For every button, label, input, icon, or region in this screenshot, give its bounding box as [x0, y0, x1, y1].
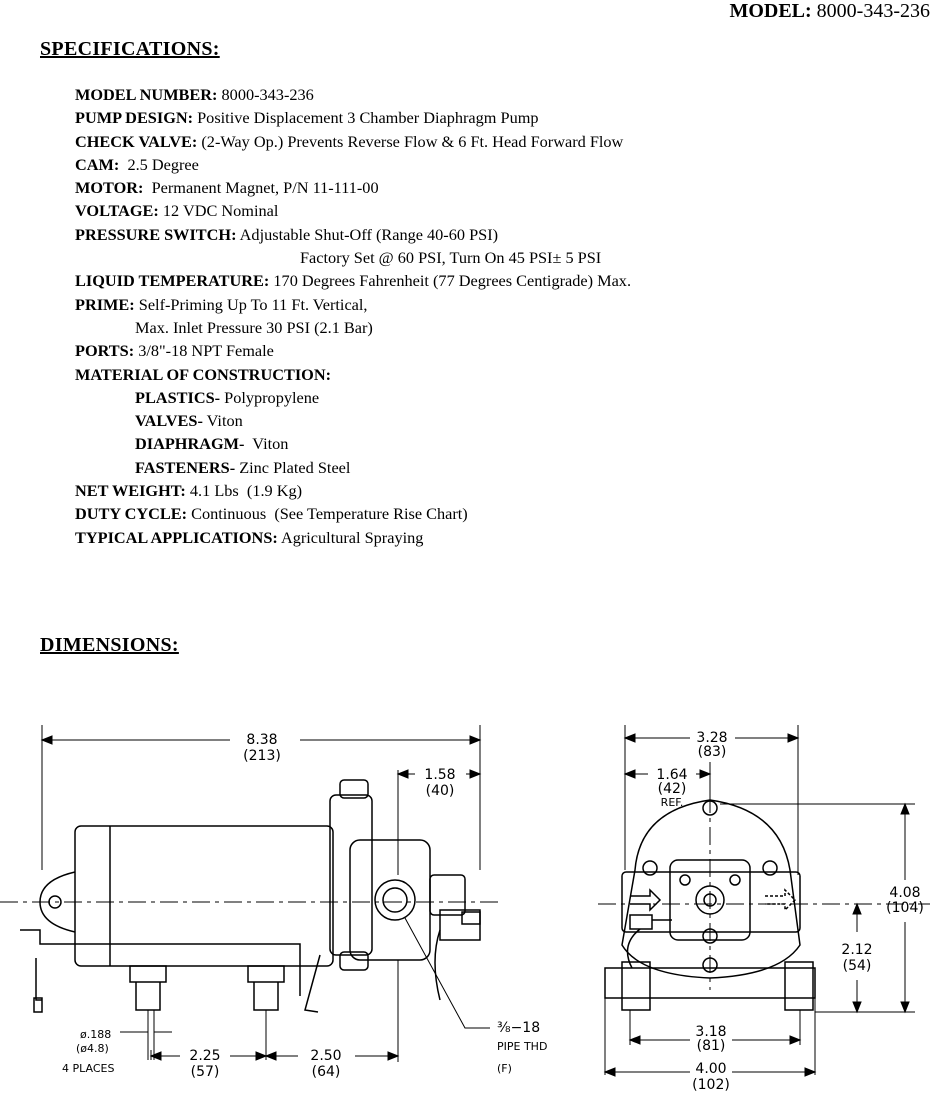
port-thread-size: ⅜−18 — [497, 1020, 540, 1036]
spec-line: MODEL NUMBER: 8000-343-236 — [75, 83, 920, 106]
spec-line: CHECK VALVE: (2-Way Op.) Prevents Revers… — [75, 130, 920, 153]
dim-overall-height-mm: (104) — [886, 900, 924, 916]
spec-label: VALVES- — [135, 411, 203, 431]
dim-foot-spacing-a-mm: (57) — [191, 1064, 220, 1080]
spec-value: Max. Inlet Pressure 30 PSI (2.1 Bar) — [135, 317, 373, 337]
spec-value: (2-Way Op.) Prevents Reverse Flow & 6 Ft… — [197, 131, 624, 151]
spec-line: Max. Inlet Pressure 30 PSI (2.1 Bar) — [75, 316, 920, 339]
dim-overall-length-in: 8.38 — [246, 732, 277, 748]
model-header: MODEL: 8000-343-236 — [729, 0, 930, 23]
dim-port-height-in: 2.12 — [841, 942, 872, 958]
spec-value: Viton — [244, 434, 289, 454]
dim-head-offset-in: 1.58 — [424, 767, 455, 783]
spec-line: VALVES- Viton — [75, 409, 920, 432]
spec-line: Factory Set @ 60 PSI, Turn On 45 PSI± 5 … — [75, 246, 920, 269]
spec-line: PRIME: Self-Priming Up To 11 Ft. Vertica… — [75, 293, 920, 316]
spec-line: PUMP DESIGN: Positive Displacement 3 Cha… — [75, 106, 920, 129]
spec-value: Viton — [202, 411, 243, 431]
dim-head-offset-mm: (40) — [426, 783, 455, 799]
dim-mount-spacing-mm: (81) — [697, 1038, 726, 1054]
dim-overall-width-in: 3.28 — [696, 730, 727, 746]
spec-label: CAM: — [75, 154, 120, 174]
dim-overall-width-mm: (83) — [698, 744, 727, 760]
port-thread-type: PIPE THD — [497, 1040, 547, 1053]
spec-label: LIQUID TEMPERATURE: — [75, 271, 270, 291]
spec-label: CHECK VALVE: — [75, 131, 198, 151]
spec-label: PLASTICS- — [135, 387, 221, 407]
dim-half-width-mm: (42) — [658, 781, 687, 797]
spec-line: PLASTICS- Polypropylene — [75, 386, 920, 409]
spec-value: 2.5 Degree — [119, 154, 199, 174]
spec-line: PORTS: 3/8"-18 NPT Female — [75, 339, 920, 362]
dim-port-height-mm: (54) — [843, 958, 872, 974]
dimensions-title: DIMENSIONS: — [40, 634, 179, 656]
spec-label: DIAPHRAGM- — [135, 434, 245, 454]
spec-line: LIQUID TEMPERATURE: 170 Degrees Fahrenhe… — [75, 269, 920, 292]
spec-value: 12 VDC Nominal — [158, 201, 279, 221]
spec-label: PRESSURE SWITCH: — [75, 224, 237, 244]
spec-line: CAM: 2.5 Degree — [75, 153, 920, 176]
spec-line: PRESSURE SWITCH: Adjustable Shut-Off (Ra… — [75, 223, 920, 246]
dim-overall-length-mm: (213) — [243, 748, 281, 764]
dim-base-width-in: 4.00 — [695, 1061, 726, 1077]
side-view-pump — [0, 779, 500, 1013]
spec-value: Factory Set @ 60 PSI, Turn On 45 PSI± 5 … — [300, 248, 602, 268]
spec-label: PUMP DESIGN: — [75, 108, 194, 128]
dim-half-width-note: REF. — [661, 796, 684, 809]
spec-value: Polypropylene — [220, 387, 320, 407]
spec-label: PORTS: — [75, 341, 135, 361]
spec-value: 8000-343-236 — [217, 85, 314, 104]
dim-overall-height-in: 4.08 — [889, 885, 920, 901]
spec-value: 4.1 Lbs (1.9 Kg) — [185, 481, 303, 501]
dimension-drawing: 8.38 (213) 1.58 (40) ø.188 (ø4.8) 4 PLAC… — [0, 725, 930, 1093]
port-thread-gender: (F) — [497, 1062, 512, 1075]
dim-half-width-in: 1.64 — [656, 767, 687, 783]
spec-value: Continuous (See Temperature Rise Chart) — [187, 504, 468, 524]
spec-label: VOLTAGE: — [75, 201, 159, 221]
specifications-title: SPECIFICATIONS: — [40, 38, 220, 60]
spec-value: Agricultural Spraying — [277, 527, 424, 547]
spec-line: DIAPHRAGM- Viton — [75, 432, 920, 455]
spec-value: Adjustable Shut-Off (Range 40-60 PSI) — [236, 224, 499, 244]
dim-foot-spacing-b-in: 2.50 — [310, 1048, 341, 1064]
spec-label: MATERIAL OF CONSTRUCTION: — [75, 364, 331, 384]
spec-line: DUTY CYCLE: Continuous (See Temperature … — [75, 502, 920, 525]
spec-line: MOTOR: Permanent Magnet, P/N 11-111-00 — [75, 176, 920, 199]
spec-label: PRIME: — [75, 294, 135, 314]
spec-line: MATERIAL OF CONSTRUCTION: — [75, 363, 920, 386]
end-view-pump — [598, 795, 930, 1011]
dim-mount-hole-note: 4 PLACES — [62, 1062, 114, 1075]
spec-value: Positive Displacement 3 Chamber Diaphrag… — [193, 108, 539, 128]
spec-label: MOTOR: — [75, 178, 144, 198]
model-value: 8000-343-236 — [816, 0, 930, 22]
model-label: MODEL: — [729, 0, 812, 22]
spec-value: Self-Priming Up To 11 Ft. Vertical, — [134, 294, 368, 314]
dim-mount-hole-in: ø.188 — [80, 1028, 111, 1041]
dim-foot-spacing-b-mm: (64) — [312, 1064, 341, 1080]
spec-line: NET WEIGHT: 4.1 Lbs (1.9 Kg) — [75, 479, 920, 502]
spec-value: 3/8"-18 NPT Female — [134, 341, 274, 361]
spec-label: FASTENERS- — [135, 457, 236, 477]
dim-foot-spacing-a-in: 2.25 — [189, 1048, 220, 1064]
dim-mount-spacing-in: 3.18 — [695, 1024, 726, 1040]
dim-mount-hole-mm: (ø4.8) — [76, 1042, 109, 1055]
spec-value: Zinc Plated Steel — [235, 457, 351, 477]
dim-base-width-mm: (102) — [692, 1077, 730, 1093]
spec-value: 170 Degrees Fahrenheit (77 Degrees Centi… — [269, 271, 632, 291]
spec-label: NET WEIGHT: — [75, 481, 186, 501]
spec-label: TYPICAL APPLICATIONS: — [75, 527, 278, 547]
spec-value: Permanent Magnet, P/N 11-111-00 — [143, 178, 379, 198]
spec-label: MODEL NUMBER: — [75, 85, 218, 104]
spec-label: DUTY CYCLE: — [75, 504, 188, 524]
spec-line: TYPICAL APPLICATIONS: Agricultural Spray… — [75, 526, 920, 549]
spec-line: VOLTAGE: 12 VDC Nominal — [75, 199, 920, 222]
spec-line: FASTENERS- Zinc Plated Steel — [75, 456, 920, 479]
